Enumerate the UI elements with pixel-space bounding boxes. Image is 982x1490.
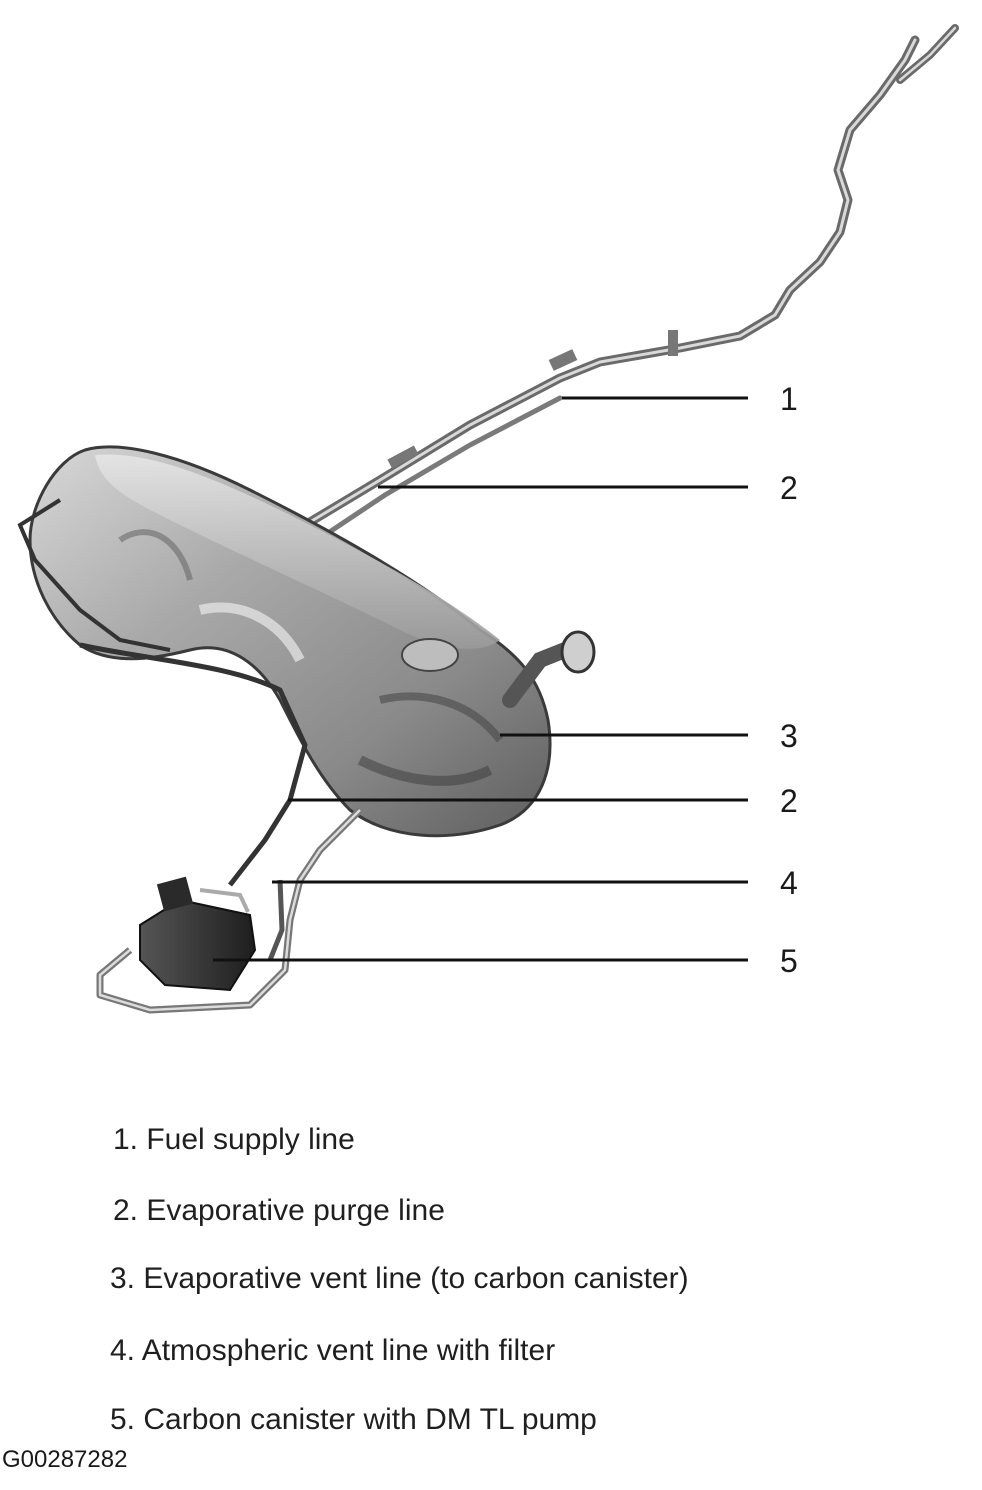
- callout-number-3: 3: [780, 718, 798, 754]
- callout-number-5: 5: [780, 943, 798, 979]
- evaporative-purge-line-pipe: [307, 395, 563, 548]
- fuel-system-illustration: 1 2 3 2 4 5: [17, 24, 959, 1014]
- callout-number-1: 1: [780, 381, 798, 417]
- carbon-canister: [139, 876, 257, 992]
- legend-item-5: 5. Carbon canister with DM TL pump: [110, 1403, 597, 1436]
- figure-id: G00287282: [2, 1446, 128, 1473]
- lower-vent-lines: [79, 642, 363, 1014]
- callout-number-2-lower: 2: [780, 783, 798, 819]
- legend-item-2: 2. Evaporative purge line: [113, 1194, 445, 1227]
- callout-number-4: 4: [780, 865, 798, 901]
- fuel-tank: [17, 445, 596, 838]
- legend-item-3: 3. Evaporative vent line (to carbon cani…: [110, 1262, 689, 1295]
- leader-lines: [213, 396, 748, 962]
- callout-number-2-upper: 2: [780, 470, 798, 506]
- legend-item-4: 4. Atmospheric vent line with filter: [110, 1334, 556, 1367]
- legend-item-1: 1. Fuel supply line: [113, 1123, 355, 1156]
- fuel-supply-line-pipe: [295, 24, 959, 533]
